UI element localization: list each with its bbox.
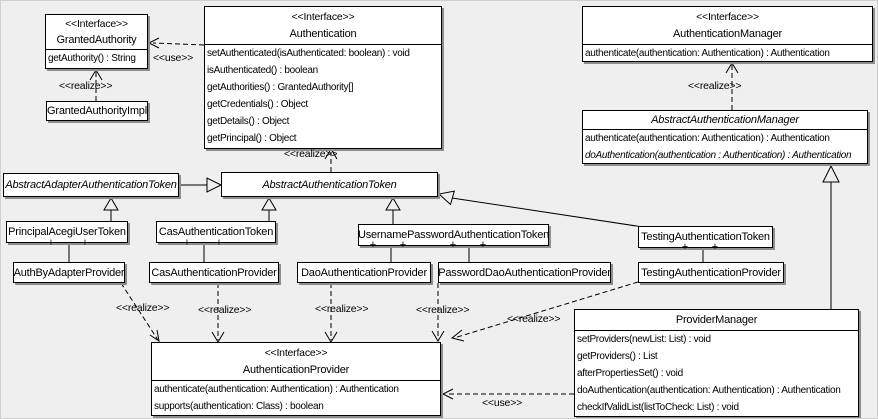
method: setAuthenticated(isAuthenticated: boolea… xyxy=(207,48,410,59)
method: doAuthentication(authentication : Authen… xyxy=(585,150,852,161)
class-authentication-manager: <<Interface>> AuthenticationManager auth… xyxy=(582,6,873,62)
class-abstract-authentication-token: AbstractAuthenticationToken xyxy=(221,172,438,197)
class-granted-authority-impl: GrantedAuthorityImpl xyxy=(46,101,148,121)
class-name: CasAuthenticationProvider xyxy=(151,266,277,279)
method: getCredentials() : Object xyxy=(207,99,308,110)
association-plus: + xyxy=(399,239,407,251)
class-name: AbstractAuthenticationToken xyxy=(262,178,397,191)
association-plus: + xyxy=(681,241,689,253)
class-name: AuthenticationProvider xyxy=(242,363,350,376)
association-plus: + xyxy=(479,239,487,251)
use-label: <<use>> xyxy=(482,397,523,409)
class-granted-authority: <<Interface>> GrantedAuthority getAuthor… xyxy=(45,14,148,69)
class-name: ProviderManager xyxy=(675,314,758,326)
class-name: TestingAuthenticationToken xyxy=(641,231,770,243)
class-name: AuthenticationManager xyxy=(673,27,782,40)
realize-label: <<realize>> xyxy=(59,80,113,92)
class-provider-manager: ProviderManager setProviders(newList: Li… xyxy=(574,309,859,417)
stereotype: <<Interface>> xyxy=(291,11,355,24)
method: afterPropertiesSet() : void xyxy=(577,368,683,379)
arrowhead xyxy=(441,388,454,400)
class-name: PrincipalAcegiUserToken xyxy=(8,226,126,238)
class-name: Authentication xyxy=(289,27,357,40)
class-abstract-authentication-manager: AbstractAuthenticationManager authentica… xyxy=(582,110,868,164)
class-name: AbstractAuthenticationManager xyxy=(651,114,799,126)
arrowhead xyxy=(431,330,445,342)
method: getAuthorities() : GrantedAuthority[] xyxy=(207,82,354,93)
realize-label: <<realize>> xyxy=(416,304,470,316)
class-username-password-authentication-token: UsernamePasswordAuthenticationToken xyxy=(358,224,549,246)
arrowhead xyxy=(324,331,338,343)
class-password-dao-authentication-provider: PasswordDaoAuthenticationProvider xyxy=(438,262,611,283)
realize-label: <<realize>> xyxy=(315,303,369,315)
realize-label: <<realize>> xyxy=(116,302,170,314)
class-cas-authentication-token: CasAuthenticationToken xyxy=(156,221,276,243)
edge-usernamepassword-token-generalization xyxy=(385,197,401,224)
arrowhead xyxy=(149,329,160,343)
edge-adapter-token-generalization xyxy=(179,177,223,193)
use-label: <<use>> xyxy=(153,52,194,64)
class-principal-acegi-user-token: PrincipalAcegiUserToken xyxy=(6,221,128,243)
realize-label: <<realize>> xyxy=(198,304,252,316)
edge-principal-token-generalization xyxy=(103,197,119,221)
edge-provider-manager-generalization xyxy=(822,164,840,309)
association-plus: + xyxy=(449,239,457,251)
edge-cas-token-generalization xyxy=(261,197,277,221)
class-cas-authentication-provider: CasAuthenticationProvider xyxy=(149,262,279,283)
method: doAuthentication(authentication: Authent… xyxy=(577,385,841,396)
class-authentication: <<Interface>> Authentication setAuthenti… xyxy=(204,6,442,149)
association-plus: + xyxy=(215,237,223,249)
realize-label: <<realize>> xyxy=(688,80,742,92)
realize-label: <<realize>> xyxy=(284,148,338,160)
method: getDetails() : Object xyxy=(207,116,290,127)
stereotype: <<Interface>> xyxy=(264,347,328,360)
class-name: AuthByAdapterProvider xyxy=(13,266,125,279)
class-name: DaoAuthenticationProvider xyxy=(301,266,427,279)
class-authentication-provider: <<Interface>> AuthenticationProvider aut… xyxy=(151,342,441,416)
association-plus: + xyxy=(369,239,377,251)
method: getAuthority() : String xyxy=(48,53,136,64)
method: authenticate(authentication: Authenticat… xyxy=(154,384,399,395)
method: supports(authentication: Class) : boolea… xyxy=(154,401,324,412)
class-name: AbstractAdapterAuthenticationToken xyxy=(5,179,177,191)
class-name: UsernamePasswordAuthenticationToken xyxy=(357,229,550,241)
class-abstract-adapter-authentication-token: AbstractAdapterAuthenticationToken xyxy=(3,173,179,197)
class-name: GrantedAuthorityImpl xyxy=(47,105,147,117)
arrowhead xyxy=(211,331,225,343)
arrowhead xyxy=(89,69,103,81)
class-name: GrantedAuthority xyxy=(56,33,137,46)
method: getProviders() : List xyxy=(577,351,658,362)
association-plus: + xyxy=(81,237,89,249)
arrowhead xyxy=(450,329,465,342)
realize-label: <<realize>> xyxy=(507,313,561,325)
arrowhead xyxy=(725,62,739,74)
arrowhead xyxy=(147,37,160,49)
association-plus: + xyxy=(711,241,719,253)
class-testing-authentication-provider: TestingAuthenticationProvider xyxy=(638,262,784,283)
stereotype: <<Interface>> xyxy=(65,18,128,31)
association-plus: + xyxy=(47,237,55,249)
class-name: TestingAuthenticationProvider xyxy=(641,266,781,279)
edge-testing-token-generalization xyxy=(437,190,644,228)
class-auth-by-adapter-provider: AuthByAdapterProvider xyxy=(13,262,125,283)
method: authenticate(authentication: Authenticat… xyxy=(585,48,830,59)
edge-authentication-use-grantedauthority xyxy=(152,42,205,46)
method: getPrincipal() : Object xyxy=(207,133,297,144)
class-dao-authentication-provider: DaoAuthenticationProvider xyxy=(297,262,431,283)
method: checkIfValidList(listToCheck: List) : vo… xyxy=(577,402,739,413)
class-testing-authentication-token: TestingAuthenticationToken xyxy=(638,226,773,248)
class-name: PasswordDaoAuthenticationProvider xyxy=(438,266,611,279)
method: setProviders(newList: List) : void xyxy=(577,334,711,345)
association-plus: + xyxy=(183,237,191,249)
method: authenticate(authentication: Authenticat… xyxy=(585,133,830,144)
method: isAuthenticated() : boolean xyxy=(207,65,318,76)
class-name: CasAuthenticationToken xyxy=(158,226,274,238)
stereotype: <<Interface>> xyxy=(696,11,759,24)
